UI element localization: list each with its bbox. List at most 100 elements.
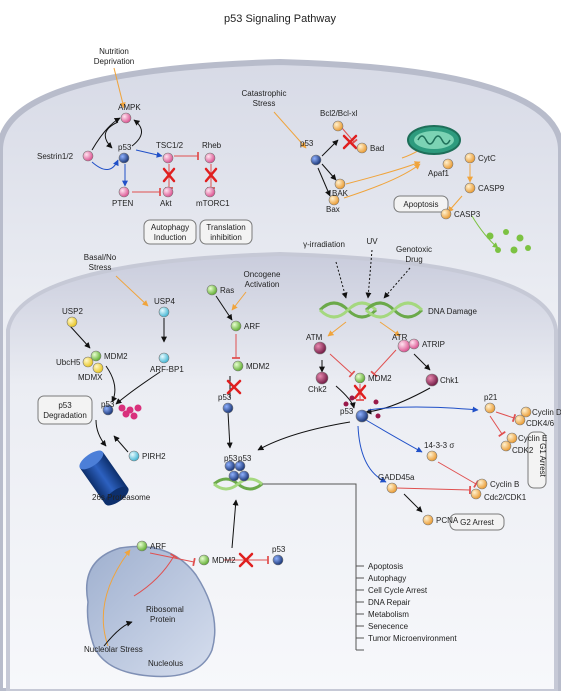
mdm2-label: MDM2 <box>368 374 392 383</box>
p53-node <box>310 154 322 166</box>
arf-node <box>136 540 148 552</box>
p53-label: p53 <box>118 143 132 152</box>
p53-label: p53 <box>300 139 314 148</box>
ribosomal-label-l1: Ribosomal <box>146 605 184 614</box>
ubiquitin-icon <box>118 404 142 420</box>
p21-label: p21 <box>484 393 498 402</box>
mdm2-node <box>90 350 102 362</box>
arf-node <box>230 320 242 332</box>
input-nutrition-l1: Nutrition <box>99 47 129 56</box>
ampk-node <box>120 112 132 124</box>
s1433-node <box>426 450 438 462</box>
ras-node <box>206 284 218 296</box>
casp9-label: CASP9 <box>478 184 505 193</box>
p53-node <box>102 404 114 416</box>
arf-label: ARF <box>150 542 166 551</box>
mitochondrion-icon <box>407 125 461 155</box>
atrip-node <box>408 338 420 350</box>
input-catastrophic-l2: Stress <box>253 99 276 108</box>
outcome-item: Tumor Microenvironment <box>368 634 457 643</box>
node-labels: AMPK Sestrin1/2 p53 TSC1/2 Rheb PTEN Akt… <box>37 103 561 668</box>
cdk46-label: CDK4/6 <box>526 419 555 428</box>
p53-node <box>234 460 246 472</box>
input-nutrition-l2: Deprivation <box>94 57 134 66</box>
s1433-label: 14-3-3 σ <box>424 441 454 450</box>
p53-node <box>228 470 240 482</box>
g2-arrest-label: G2 Arrest <box>460 518 495 527</box>
pcna-node <box>422 514 434 526</box>
mdm2-label: MDM2 <box>212 556 236 565</box>
block-x <box>353 384 367 400</box>
edges <box>69 67 517 651</box>
mdmx-label: MDMX <box>78 373 103 382</box>
ribosomal-label-l2: Protein <box>150 615 175 624</box>
input-genotoxic-l2: Drug <box>405 255 422 264</box>
cycline-node <box>506 432 518 444</box>
inhibition-marks <box>162 134 367 568</box>
p53-label: p53 <box>238 454 252 463</box>
block-x <box>342 134 358 150</box>
cyclinb-node <box>476 478 488 490</box>
pirh2-node <box>128 450 140 462</box>
autophagy-induction-l1: Autophagy <box>151 223 189 232</box>
block-x <box>162 167 176 183</box>
p53-degradation-l1: p53 <box>58 401 72 410</box>
sestrin-node <box>82 150 94 162</box>
tsc-label: TSC1/2 <box>156 141 184 150</box>
input-basal-l2: Stress <box>89 263 112 272</box>
nucleolus-label: Nucleolus <box>148 659 183 668</box>
chk2-label: Chk2 <box>308 385 327 394</box>
atr-label: ATR <box>392 333 408 342</box>
g1-arrest-label: G1 Arrest <box>538 443 547 478</box>
cdk2-node <box>500 440 512 452</box>
bak-node <box>334 178 346 190</box>
p53-label: p53 <box>218 393 232 402</box>
nucleolus-body <box>86 545 216 678</box>
outcome-item: Cell Cycle Arrest <box>368 586 428 595</box>
input-oncogene-l2: Activation <box>245 280 280 289</box>
ubch5-label: UbcH5 <box>56 358 81 367</box>
outcome-item: DNA Repair <box>368 598 411 607</box>
input-genotoxic-l1: Genotoxic <box>396 245 432 254</box>
bcl2-label: Bcl2/Bcl-xl <box>320 109 358 118</box>
casp3-node <box>440 208 452 220</box>
apaf1-node <box>442 158 454 170</box>
translation-inhibition-l1: Translation <box>206 223 245 232</box>
chk2-node <box>315 371 329 385</box>
autophagy-induction-l2: Induction <box>154 233 186 242</box>
apaf1-label: Apaf1 <box>428 169 449 178</box>
pcna-label: PCNA <box>436 516 459 525</box>
atrip-label: ATRIP <box>422 340 445 349</box>
rheb-node <box>204 152 216 164</box>
dna-helix-icon <box>318 301 424 319</box>
arfbp1-node <box>158 352 170 364</box>
mtorc1-label: mTORC1 <box>196 199 230 208</box>
apoptotic-bodies-icon <box>486 229 531 254</box>
outcome-list: Apoptosis Autophagy Cell Cycle Arrest DN… <box>368 562 457 643</box>
usp2-label: USP2 <box>62 307 83 316</box>
figure-title: p53 Signaling Pathway <box>224 13 336 25</box>
outcome-item: Autophagy <box>368 574 406 583</box>
p53-label: p53 <box>101 400 115 409</box>
input-basal-l1: Basal/No <box>84 253 117 262</box>
p53-node <box>355 409 369 423</box>
cdk46-node <box>514 414 526 426</box>
p53-degradation-l2: Degradation <box>43 411 87 420</box>
p53-node <box>222 402 234 414</box>
dna-target-helix-icon <box>213 477 263 491</box>
bak-label: BAK <box>332 189 349 198</box>
cytc-label: CytC <box>478 154 496 163</box>
akt-node <box>162 186 174 198</box>
atm-node <box>313 341 327 355</box>
bcl2-node <box>332 120 344 132</box>
p53-node <box>238 470 250 482</box>
usp4-node <box>158 306 170 318</box>
arf-label: ARF <box>244 322 260 331</box>
cyclinb-label: Cyclin B <box>490 480 519 489</box>
p53-label: p53 <box>340 407 354 416</box>
ubch5-node <box>82 356 94 368</box>
block-x <box>204 167 218 183</box>
outcome-item: Apoptosis <box>368 562 403 571</box>
